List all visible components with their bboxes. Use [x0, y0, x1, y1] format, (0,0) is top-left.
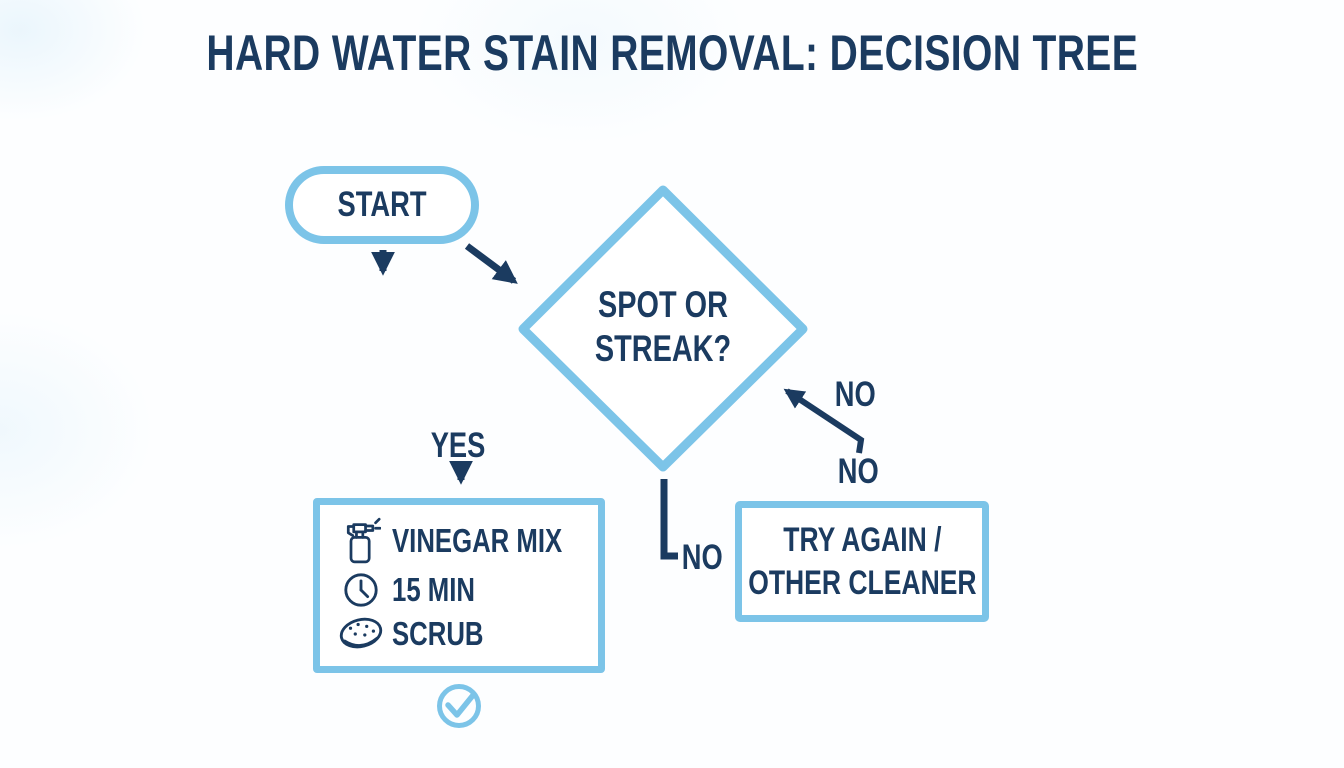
spray-bottle-icon	[334, 516, 388, 566]
check-circle-icon	[437, 684, 481, 728]
yes-branch-label: YES	[418, 426, 498, 466]
treatment-row-scrub: SCRUB	[334, 613, 588, 655]
no-branch-label-upper: NO	[815, 375, 895, 415]
treatment-row-vinegar: VINEGAR MIX	[334, 516, 588, 566]
page-title: HARD WATER STAIN REMOVAL: DECISION TREE	[0, 24, 1344, 82]
no-branch-label-bottom: NO	[662, 538, 742, 578]
no-branch-label-mid: NO	[818, 452, 898, 492]
yes-label-text: YES	[430, 426, 486, 465]
decision-line2: STREAK?	[594, 328, 732, 370]
retry-line2: OTHER CLEANER	[747, 563, 977, 602]
treatment-item-label: SCRUB	[392, 615, 484, 653]
start-node-label: START	[337, 185, 427, 224]
no-bottom-label-text: NO	[681, 538, 723, 577]
retry-line1: TRY AGAIN /	[782, 521, 942, 559]
treatment-item-label: 15 MIN	[392, 570, 475, 608]
decision-diamond-shape	[518, 185, 808, 472]
arrow-start-to-decision	[464, 243, 518, 284]
start-node: START	[285, 166, 479, 244]
decision-line1: SPOT OR	[598, 284, 728, 325]
sponge-icon	[334, 613, 388, 655]
no-upper-label-text: NO	[834, 375, 876, 414]
decision-node-label: SPOT OR STREAK?	[543, 283, 783, 372]
page-title-text: HARD WATER STAIN REMOVAL: DECISION TREE	[206, 25, 1138, 81]
treatment-item-label: VINEGAR MIX	[392, 521, 563, 559]
clock-icon	[334, 571, 388, 609]
connector-no-elbow	[660, 479, 678, 560]
treatment-row-time: 15 MIN	[334, 571, 588, 609]
treatment-node: VINEGAR MIX 15 MIN	[313, 498, 605, 673]
retry-node: TRY AGAIN / OTHER CLEANER	[735, 501, 989, 622]
no-mid-label-text: NO	[837, 452, 879, 491]
arrow-retry-to-decision	[783, 388, 865, 454]
